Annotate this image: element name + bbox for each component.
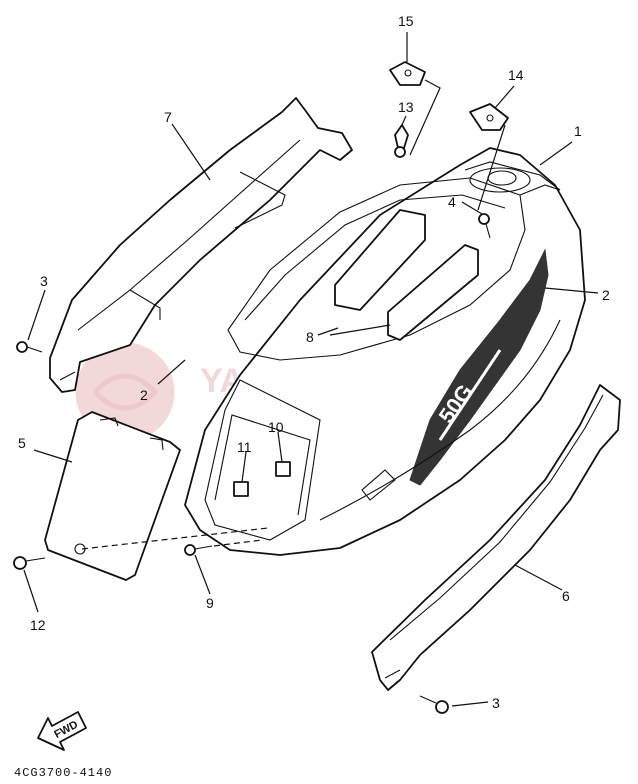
fasteners: [13, 61, 509, 714]
callout-3-top: 3: [40, 273, 48, 289]
part-7-side-rail: [49, 97, 353, 393]
part-8-pads: [334, 209, 479, 341]
callout-2-left: 2: [140, 387, 148, 403]
callout-8: 8: [306, 329, 314, 345]
callout-10: 10: [268, 419, 284, 435]
part-1-side-cover: 50G: [184, 147, 586, 556]
callout-13: 13: [398, 99, 414, 115]
callout-12: 12: [30, 617, 46, 633]
fwd-arrow-icon: FWD: [37, 711, 87, 751]
callout-3-bottom: 3: [492, 695, 500, 711]
callout-14: 14: [508, 67, 524, 83]
part-code: 4CG3700-4140: [14, 766, 112, 780]
callout-6: 6: [562, 588, 570, 604]
callout-7: 7: [164, 109, 172, 125]
callout-15: 15: [398, 13, 414, 29]
part-5-access-panel: [44, 411, 181, 581]
callout-1: 1: [574, 123, 582, 139]
callout-9: 9: [206, 595, 214, 611]
callouts: 1 2 2 3 3 4 5 6 7 8 9 10 11 12 13 14 15: [18, 13, 610, 711]
callout-4: 4: [448, 194, 456, 210]
leader-lines: [23, 32, 599, 707]
part-6-lower-rail: [371, 384, 621, 691]
callout-5: 5: [18, 435, 26, 451]
callout-11: 11: [237, 439, 252, 455]
callout-2-right: 2: [602, 287, 610, 303]
